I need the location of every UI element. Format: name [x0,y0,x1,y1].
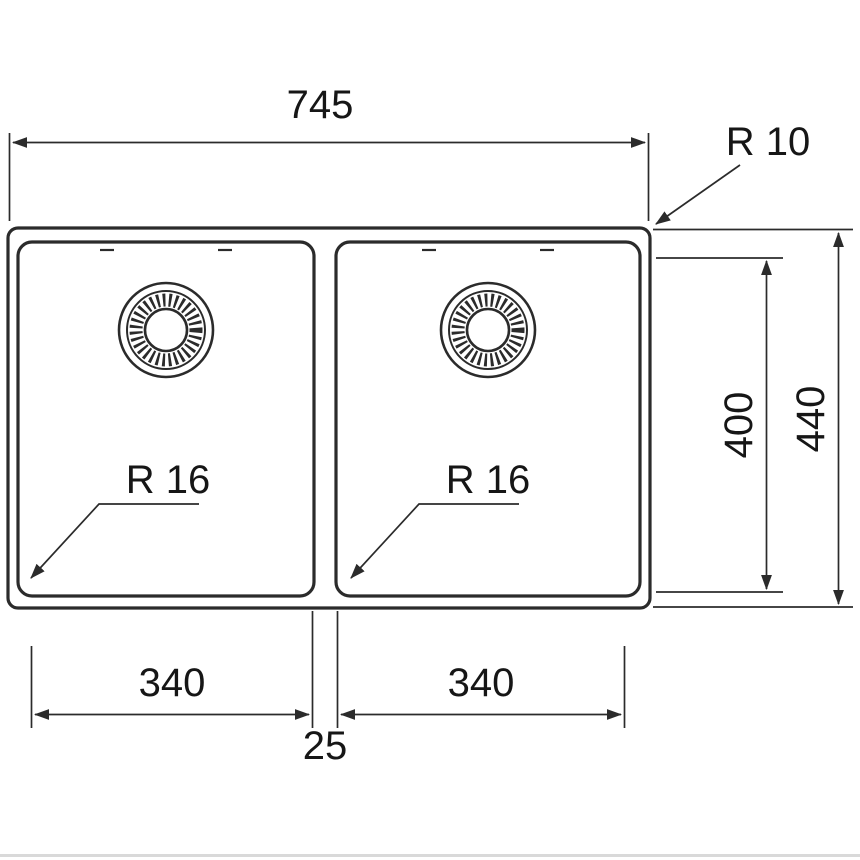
drain-outer-ring [439,281,537,379]
dim-label-right-bowl-width: 340 [448,661,515,705]
left-bowl-outline [16,240,316,598]
dim-overall-depth: 440 [653,228,853,608]
dim-label-bowl-depth: 400 [717,392,761,459]
drain-teeth-ring [129,293,203,367]
drain-mid-ring [126,290,206,370]
label-outer-corner-radius: R 10 [726,120,811,164]
dim-label-overall-width: 745 [287,83,354,127]
leader-line [30,503,199,579]
sink-outer-outline [6,226,652,610]
dim-left-bowl-width: 340 [30,611,314,728]
callout-left-bowl-radius: R 16 [30,458,211,579]
leader-line [655,164,741,225]
right-bowl-outline [334,240,642,598]
page-bottom-rule [0,854,860,857]
drain-strainer-icon [117,281,215,379]
drain-mid-ring [448,290,528,370]
dim-right-bowl-width: 340 [336,611,626,728]
dim-label-left-bowl-width: 340 [139,661,206,705]
drain-strainer-icon [439,281,537,379]
label-left-bowl-radius: R 16 [126,458,211,502]
label-right-bowl-radius: R 16 [446,458,531,502]
sink-body [6,226,652,610]
callout-right-bowl-radius: R 16 [350,458,531,579]
dim-divider-width: 25 [303,724,348,768]
leader-line [350,503,519,579]
dim-label-overall-depth: 440 [789,386,833,453]
drain-teeth-ring [451,293,525,367]
dim-overall-width: 745 [8,83,650,221]
drain-outer-ring [117,281,215,379]
dim-label-divider-width: 25 [303,724,348,768]
drain-center-hole [143,307,189,353]
dim-bowl-depth: 400 [656,257,783,593]
drain-center-hole [465,307,511,353]
callout-outer-corner-radius: R 10 [655,120,811,225]
